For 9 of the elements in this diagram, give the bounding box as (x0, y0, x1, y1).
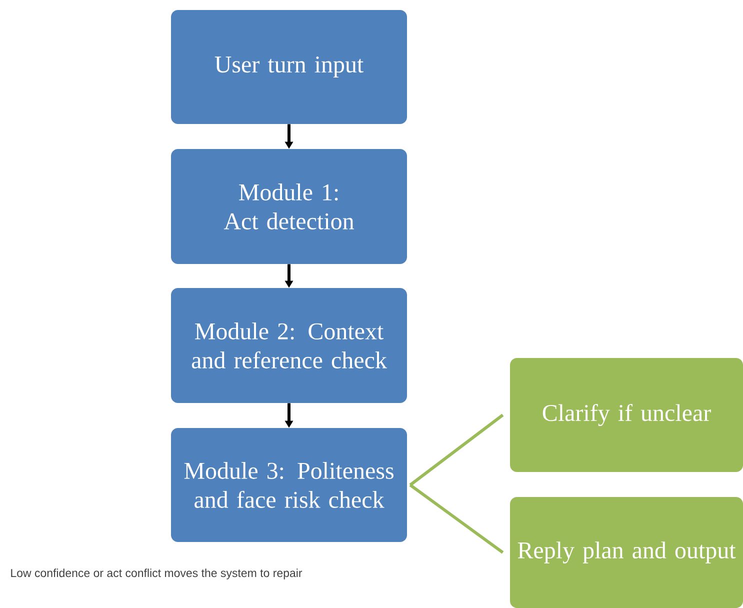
connector-line (409, 414, 504, 486)
process-box: User turn input (171, 10, 407, 124)
connector-line (409, 484, 504, 554)
process-box: Reply plan and output (510, 497, 743, 608)
process-box: Clarify if unclear (510, 358, 743, 472)
process-box: Module 2: Context and reference check (171, 288, 407, 403)
note-text: Low confidence or act conflict moves the system to repair (11, 568, 302, 580)
process-box: Module 1: Act detection (171, 149, 407, 264)
process-box: Module 3: Politeness and face risk check (171, 428, 407, 542)
